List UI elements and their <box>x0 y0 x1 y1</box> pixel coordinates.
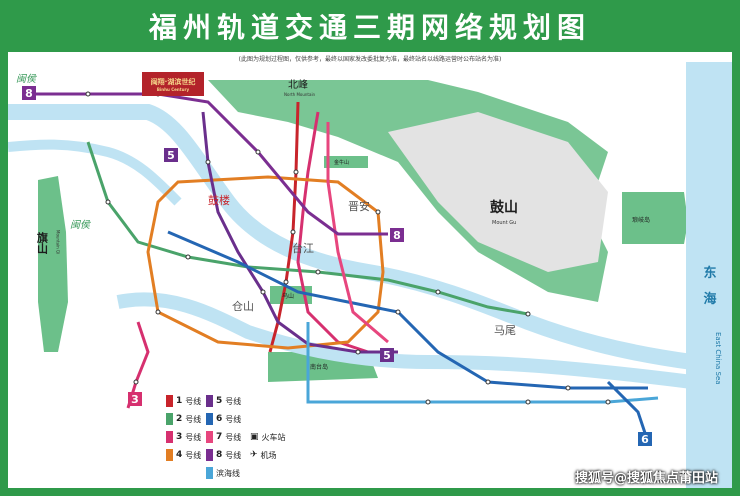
property-ad-sub: Binhu Century <box>156 86 190 92</box>
region-cangshan: 仓山 <box>232 299 254 313</box>
property-ad-box: 闽翔·湖滨世纪 Binhu Century <box>142 72 204 96</box>
legend-num-6: 6 <box>216 414 223 424</box>
page-title: 福州轨道交通三期网络规划图 <box>148 11 591 44</box>
legend-cn-airport: 机场 <box>260 450 277 460</box>
region-beifeng: 北峰 <box>288 79 308 91</box>
line-badge-8-top: 8 <box>22 86 36 100</box>
legend-swatch-5 <box>206 395 213 407</box>
line-2-path <box>86 141 529 316</box>
wulong-river <box>116 292 693 389</box>
qishan-mountain <box>38 176 68 352</box>
legend-swatch-2 <box>166 413 173 425</box>
line-badge-8-right: 8 <box>390 228 404 242</box>
legend-num-7: 7 <box>216 432 223 442</box>
region-gulou: 鼓楼 <box>208 193 230 207</box>
region-wushan: 乌山 <box>282 292 294 300</box>
langqi-island <box>622 192 688 244</box>
legend-line-2: 2 号线 <box>166 412 201 426</box>
legend-swatch-4 <box>166 449 173 461</box>
sea-label-cn1: 东 <box>703 266 717 281</box>
line-7-path <box>326 122 389 344</box>
region-mawei: 马尾 <box>494 324 516 337</box>
region-gushan-en: Mount Gu <box>492 220 516 226</box>
line-1-path <box>268 101 300 353</box>
map-panel: (此图为规划过程图，仅供参考，最终以国家发改委批复为准，最终站名以线路运营时公布… <box>8 52 732 488</box>
legend-airport: ✈ 机场 <box>250 448 277 462</box>
legend-num-3: 3 <box>176 432 183 442</box>
legend-cn-8: 号线 <box>225 450 242 460</box>
legend-swatch-3 <box>166 431 173 443</box>
west-river-branch <box>8 139 182 206</box>
region-nantai: 南台岛 <box>310 363 328 371</box>
legend-line-5: 5 号线 <box>206 394 241 408</box>
legend-cn-railway: 火车站 <box>261 432 286 442</box>
legend-num-8: 8 <box>216 450 223 460</box>
region-langqi: 琅岐岛 <box>632 216 650 224</box>
region-jinan: 晋安 <box>348 199 370 213</box>
region-minhou-top: 闽侯 <box>16 73 37 85</box>
line-badge-5-top-label: 5 <box>167 148 175 162</box>
line-badge-3-bottom: 3 <box>128 392 142 406</box>
region-taijiang: 台江 <box>292 241 314 255</box>
legend-line-7: 7 号线 <box>206 430 241 444</box>
legend-cn-3: 号线 <box>185 432 202 442</box>
line-badge-6-bottom-label: 6 <box>641 432 649 446</box>
east-china-sea: 东 海 East China Sea <box>686 62 732 488</box>
legend-num-5: 5 <box>216 396 223 406</box>
legend-num-4: 4 <box>176 450 183 460</box>
property-ad-name: 闽翔·湖滨世纪 <box>150 77 196 86</box>
region-qishan-en: Mountain Qi <box>56 230 61 254</box>
wushan-park <box>270 286 312 304</box>
legend-swatch-7 <box>206 431 213 443</box>
legend-cn-1: 号线 <box>185 396 202 406</box>
legend-cn-binhai: 滨海线 <box>216 468 240 478</box>
disclaimer-text: (此图为规划过程图，仅供参考，最终以国家发改委批复为准，最终站名以线路运营时公布… <box>238 56 502 63</box>
line-badge-5-bottom: 5 <box>380 348 394 362</box>
legend-num-2: 2 <box>176 414 183 424</box>
legend-cn-5: 号线 <box>225 396 242 406</box>
line-badge-8-top-label: 8 <box>25 86 33 100</box>
legend: 1 号线 2 号线 3 号线 4 号线 5 号线 <box>166 394 306 484</box>
legend-railway: ▣ 火车站 <box>250 430 286 444</box>
line-badge-5-top: 5 <box>164 148 178 162</box>
watermark: 搜狐号@搜狐焦点莆田站 <box>574 471 718 486</box>
legend-swatch-1 <box>166 395 173 407</box>
gushan-mountain <box>388 112 608 272</box>
legend-line-1: 1 号线 <box>166 394 201 408</box>
legend-swatch-6 <box>206 413 213 425</box>
legend-line-3: 3 号线 <box>166 430 201 444</box>
legend-binhai: 滨海线 <box>206 466 240 480</box>
region-gushan: 鼓山 <box>490 199 518 216</box>
region-jinniu: 金牛山 <box>334 159 349 166</box>
legend-line-8: 8 号线 <box>206 448 241 462</box>
legend-line-4: 4 号线 <box>166 448 201 462</box>
legend-swatch-binhai <box>206 467 213 479</box>
jinniu-park <box>324 156 368 168</box>
min-river <box>8 104 694 370</box>
line-badge-8-right-label: 8 <box>393 228 401 242</box>
region-beifeng-en: North Mountain <box>284 92 316 97</box>
legend-num-1: 1 <box>176 396 183 406</box>
line-4-loop <box>146 175 385 350</box>
sea-label-en: East China Sea <box>714 332 722 385</box>
legend-cn-4: 号线 <box>185 450 202 460</box>
region-minhou-left: 闽侯 <box>70 219 91 231</box>
metro-map-svg: 北峰 North Mountain 鼓山 Mount Gu 旗山 Mountai… <box>8 73 694 445</box>
legend-cn-6: 号线 <box>225 414 242 424</box>
binhai-line-path <box>306 322 659 404</box>
sea-label-cn2: 海 <box>703 292 717 307</box>
legend-line-6: 6 号线 <box>206 412 241 426</box>
airport-icon: ✈ <box>250 450 258 460</box>
legend-cn-7: 号线 <box>225 432 242 442</box>
railway-station-icon: ▣ <box>250 432 259 442</box>
line-badge-6-bottom: 6 <box>638 432 652 446</box>
legend-cn-2: 号线 <box>185 414 202 424</box>
line-badge-5-bottom-label: 5 <box>383 348 391 362</box>
region-qishan: 旗山 <box>36 231 49 255</box>
title-bar: 福州轨道交通三期网络规划图 <box>0 0 740 52</box>
line-badge-3-bottom-label: 3 <box>131 392 139 406</box>
legend-swatch-8 <box>206 449 213 461</box>
